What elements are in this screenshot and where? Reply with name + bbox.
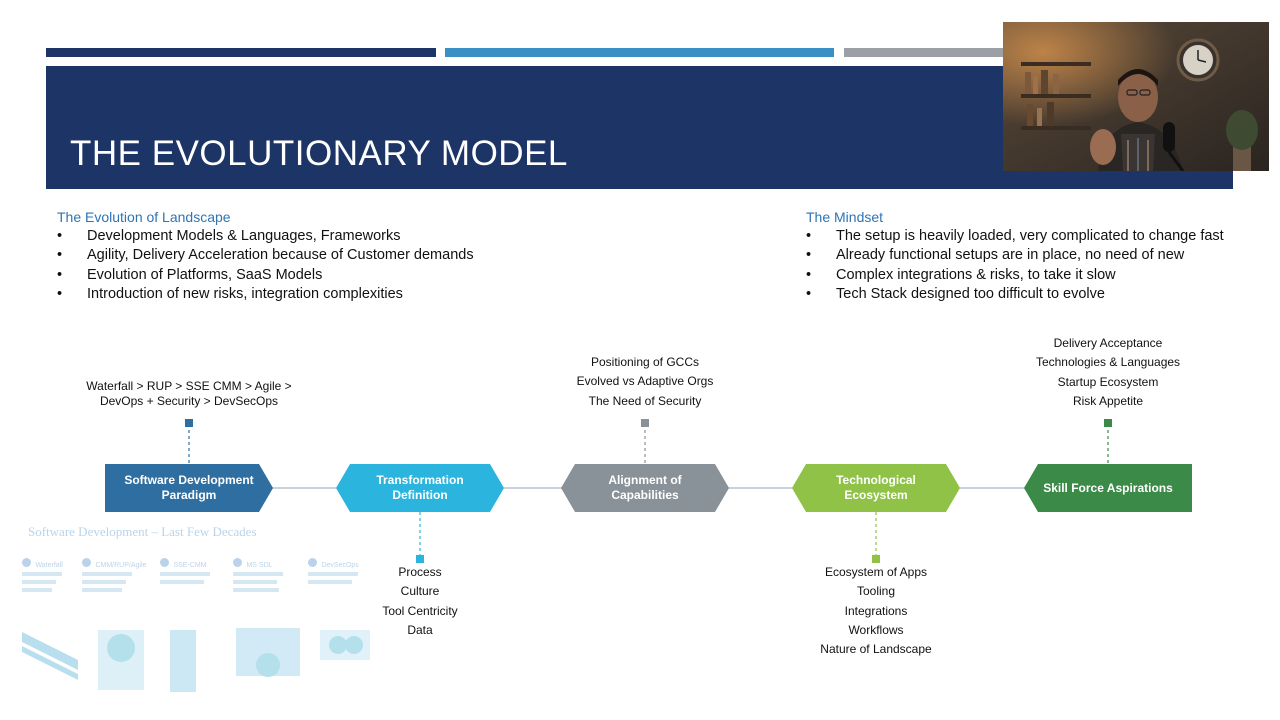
inset-column-icon	[160, 558, 169, 567]
stage-callout-dot	[416, 555, 424, 563]
top-bar-dark	[46, 48, 436, 57]
inset-column-icon	[233, 558, 242, 567]
right-bullet-list: •The setup is heavily loaded, very compl…	[806, 227, 1224, 304]
list-item: •Development Models & Languages, Framewo…	[57, 227, 474, 246]
left-bullet-list: •Development Models & Languages, Framewo…	[57, 227, 474, 304]
right-section-heading: The Mindset	[806, 209, 884, 225]
faded-inset: Software Development – Last Few Decades …	[18, 520, 380, 708]
top-bar-blue	[445, 48, 834, 57]
stage-label-line: Ecosystem	[844, 488, 908, 502]
note-ecosystem: Ecosystem of Apps Tooling Integrations W…	[820, 565, 932, 657]
list-item: •Tech Stack designed too difficult to ev…	[806, 285, 1224, 304]
inset-column: Waterfall	[22, 554, 88, 572]
bullet-icon: •	[806, 266, 812, 283]
stage-label-line: Skill Force Aspirations	[1043, 480, 1173, 495]
inset-column-icon	[308, 558, 317, 567]
inset-column: CMM/RUP/Agile	[82, 554, 162, 572]
slide-title: THE EVOLUTIONARY MODEL	[70, 134, 568, 173]
bullet-icon: •	[57, 247, 63, 264]
stage-label-line: Definition	[392, 488, 448, 502]
bullet-icon: •	[806, 228, 812, 244]
list-item: •Evolution of Platforms, SaaS Models	[57, 266, 474, 285]
stage-label-line: Paradigm	[161, 488, 217, 502]
stage-label-line: Software Development	[124, 473, 254, 487]
stage-callout-dot	[641, 419, 649, 427]
stage-callout-dot	[872, 555, 880, 563]
stage-label-line: Technological	[836, 473, 916, 487]
inset-thumbnails	[22, 572, 370, 692]
stage-callout-dot	[1104, 419, 1112, 427]
presenter-video	[1003, 22, 1269, 171]
stage-label-line: Alignment of	[608, 473, 682, 487]
inset-column: MS SDL	[233, 554, 303, 572]
stage-label-line: Capabilities	[611, 488, 679, 502]
bullet-icon: •	[57, 266, 63, 283]
stage-label: Skill Force Aspirations	[1034, 464, 1182, 512]
presenter-video-icon	[1003, 22, 1269, 171]
list-item: •The setup is heavily loaded, very compl…	[806, 227, 1224, 246]
note-paradigm-evolution: Waterfall > RUP > SSE CMM > Agile > DevO…	[86, 379, 292, 408]
note-transformation: Process Culture Tool Centricity Data	[382, 565, 458, 637]
inset-column-icon	[22, 558, 31, 567]
bullet-icon: •	[57, 285, 63, 302]
left-section-heading: The Evolution of Landscape	[57, 209, 231, 225]
list-item: •Complex integrations & risks, to take i…	[806, 266, 1224, 285]
bullet-icon: •	[806, 247, 812, 264]
note-skill-force: Delivery Acceptance Technologies & Langu…	[1035, 336, 1181, 408]
stage-label-line: Transformation	[376, 473, 464, 487]
list-item: •Already functional setups are in place,…	[806, 246, 1224, 265]
bullet-icon: •	[57, 228, 63, 244]
note-alignment: Positioning of GCCs Evolved vs Adaptive …	[576, 355, 714, 408]
list-item: •Agility, Delivery Acceleration because …	[57, 246, 474, 265]
inset-title: Software Development – Last Few Decades	[28, 524, 257, 539]
list-item: •Introduction of new risks, integration …	[57, 285, 474, 304]
bullet-icon: •	[806, 285, 812, 302]
stage-callout-dot	[185, 419, 193, 427]
inset-column: SSE-CMM	[160, 554, 230, 572]
inset-column: DevSecOps	[308, 554, 378, 572]
inset-column-icon	[82, 558, 91, 567]
